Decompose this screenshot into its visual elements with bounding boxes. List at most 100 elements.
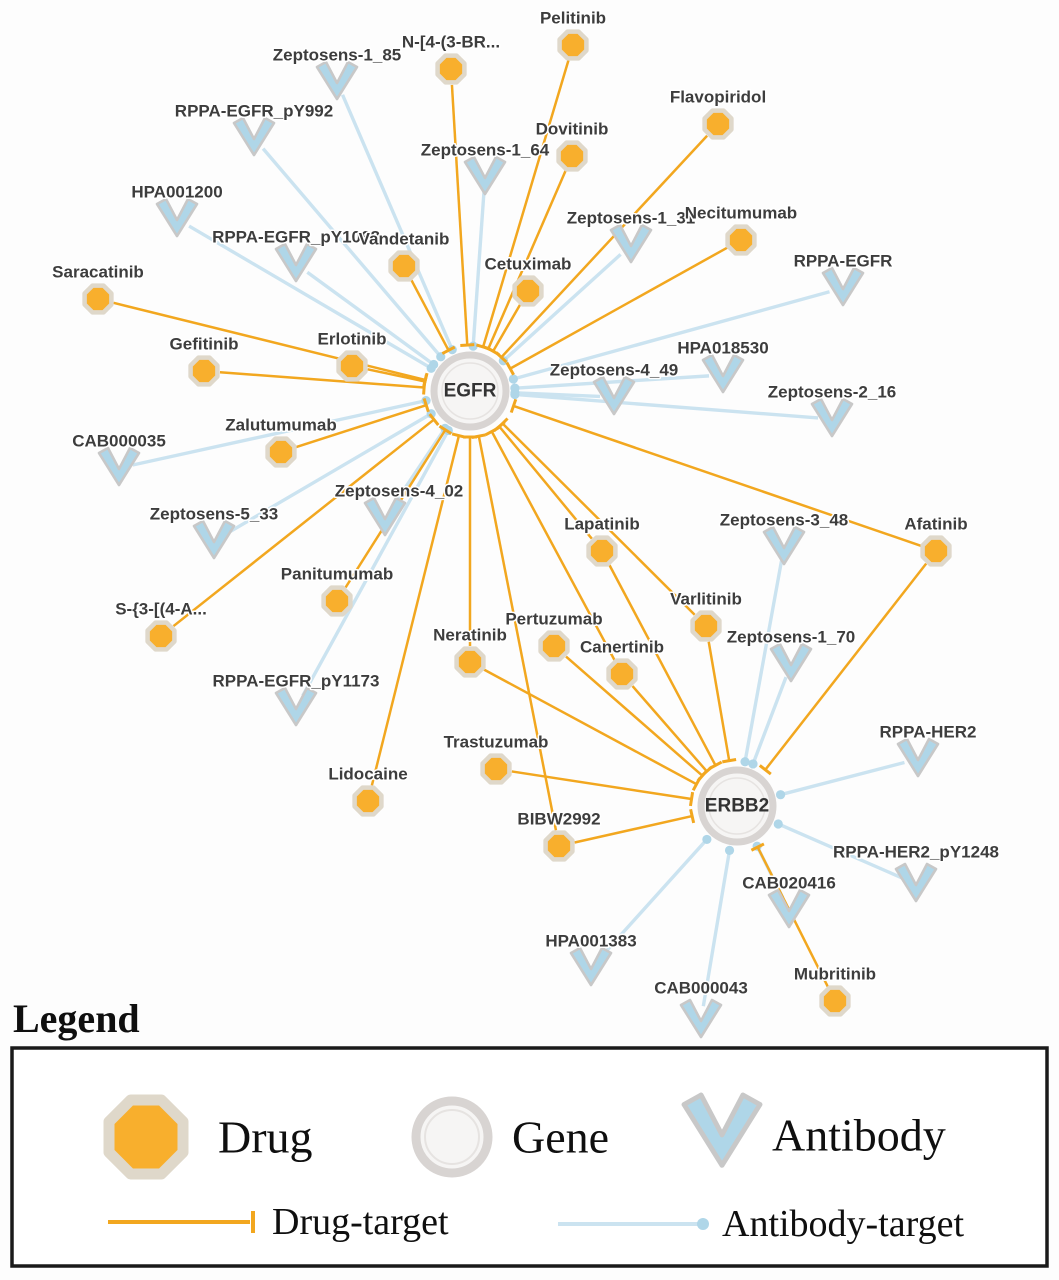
legend-gene-label: Gene <box>512 1112 609 1163</box>
drug-node <box>265 436 297 468</box>
edge-tee-marker <box>486 346 500 357</box>
drug-node <box>336 350 368 382</box>
antibody-icon <box>681 1092 763 1168</box>
drug-target-edge <box>501 422 696 616</box>
antibody-node <box>767 888 811 929</box>
drug-target-edge <box>500 134 709 359</box>
drug-target-edge <box>513 404 922 547</box>
edge-dot-marker <box>775 790 786 800</box>
gene-icon-inner-ring <box>424 1109 480 1165</box>
edge-tee-marker <box>422 398 430 413</box>
drug-gene-antibody-network: EGFRERBB2Zeptosens-1_85RPPA-EGFR_pY992HP… <box>51 7 1001 1039</box>
drug-node <box>538 630 570 662</box>
drug-target-edge <box>172 418 435 628</box>
antibody-target-edge <box>261 147 443 358</box>
antibody-target-edge <box>306 270 435 366</box>
antibody-target-edge <box>391 427 447 508</box>
edge-tee-marker <box>688 791 695 807</box>
drug-target-edge <box>764 562 928 771</box>
antibody-target-edge <box>599 838 709 959</box>
antibody-node <box>274 242 318 283</box>
drug-node <box>82 283 114 315</box>
drug-target-edge <box>481 59 570 348</box>
antibody-label: RPPA-EGFR_pY1068 <box>212 228 380 247</box>
antibody-label: RPPA-EGFR_pY992 <box>175 102 333 121</box>
drug-target-edge <box>565 655 704 777</box>
drug-target-edge <box>491 304 522 352</box>
antibody-label: Zeptosens-5_33 <box>150 505 279 524</box>
edge-tee-marker <box>496 417 509 430</box>
drug-node <box>454 646 486 678</box>
edge-dot-marker <box>724 845 735 855</box>
drug-target-edge <box>370 435 461 786</box>
antibody-node <box>609 223 653 264</box>
antibody-label: HPA001200 <box>131 183 222 202</box>
antibody-node <box>894 862 938 903</box>
drug-label: S-{3-[(4-A... <box>115 600 207 619</box>
antibody-edges <box>132 94 905 1007</box>
edge-tee-marker <box>484 426 499 437</box>
antibody-target-edge <box>225 412 433 536</box>
antibody-target-edge <box>751 676 788 765</box>
edge-dot-marker <box>773 819 783 829</box>
antibody-node <box>762 525 806 566</box>
drug-target-edge <box>295 403 427 449</box>
edge-tee-marker <box>689 808 696 824</box>
legend-drug-label: Drug <box>218 1112 313 1163</box>
drug-node <box>145 620 177 652</box>
antibody-label: CAB020416 <box>742 874 836 893</box>
legend-drug-target-label: Drug-target <box>272 1201 449 1243</box>
antibody-target-edge <box>514 391 601 399</box>
antibody-node <box>821 266 865 307</box>
antibody-target-edge <box>514 374 710 390</box>
legend-title: Legend <box>13 996 140 1041</box>
nodes: EGFR ERBB2 <box>82 29 952 1039</box>
gene-node: EGFR <box>430 351 510 431</box>
drug-target-edge <box>219 370 425 389</box>
antibody-target-edge <box>777 822 904 880</box>
drug-target-edge <box>707 641 731 761</box>
drug-target-edge <box>498 425 593 540</box>
antibody-target-edge <box>132 398 427 467</box>
edge-dot-marker <box>510 389 520 400</box>
antibody-label: CAB000043 <box>654 979 748 998</box>
drug-label: Dovitinib <box>536 120 609 139</box>
drug-label: BIBW2992 <box>517 810 600 829</box>
drug-label: Vandetanib <box>359 230 450 249</box>
drug-label: Lapatinib <box>564 515 640 534</box>
antibody-node <box>592 375 636 416</box>
edge-tee-marker <box>428 413 440 426</box>
edge-tee-marker <box>758 764 772 776</box>
drug-label: Varlitinib <box>670 590 742 609</box>
drug-node <box>819 985 851 1017</box>
antibody-target-edge <box>701 850 732 1007</box>
antibody-target-dot <box>697 1218 709 1230</box>
antibody-node <box>315 60 359 101</box>
drug-target-edge <box>574 814 693 844</box>
antibody-label: HPA018530 <box>677 339 768 358</box>
drug-target-edge <box>450 84 469 346</box>
legend: Legend Drug Gene Antibody Drug-target An… <box>10 996 1049 1268</box>
drug-label: Saracatinib <box>52 263 144 282</box>
antibody-node <box>701 353 745 394</box>
drug-node <box>388 250 420 282</box>
node-labels: Zeptosens-1_85RPPA-EGFR_pY992HPA001200Ze… <box>51 7 1001 999</box>
edge-dot-marker <box>702 834 712 845</box>
antibody-node <box>363 496 407 537</box>
drug-target-edge <box>113 301 426 382</box>
drug-label: Erlotinib <box>318 330 387 349</box>
drug-node <box>606 658 638 690</box>
edge-tee-marker <box>441 345 456 355</box>
drug-target-edge <box>631 685 708 773</box>
antibody-label: Zeptosens-1_70 <box>727 628 856 647</box>
legend-box <box>10 1046 1049 1268</box>
drug-label: Flavopiridol <box>670 88 766 107</box>
gene-node: ERBB2 <box>697 766 777 846</box>
antibody-label: Zeptosens-4_02 <box>335 482 464 501</box>
antibody-node <box>97 446 141 487</box>
edge-tee-marker <box>509 398 518 414</box>
edge-tee-marker <box>422 374 428 389</box>
antibody-target-edge <box>188 224 433 370</box>
antibody-label: HPA001383 <box>545 932 636 951</box>
antibody-label: RPPA-EGFR <box>794 252 893 271</box>
